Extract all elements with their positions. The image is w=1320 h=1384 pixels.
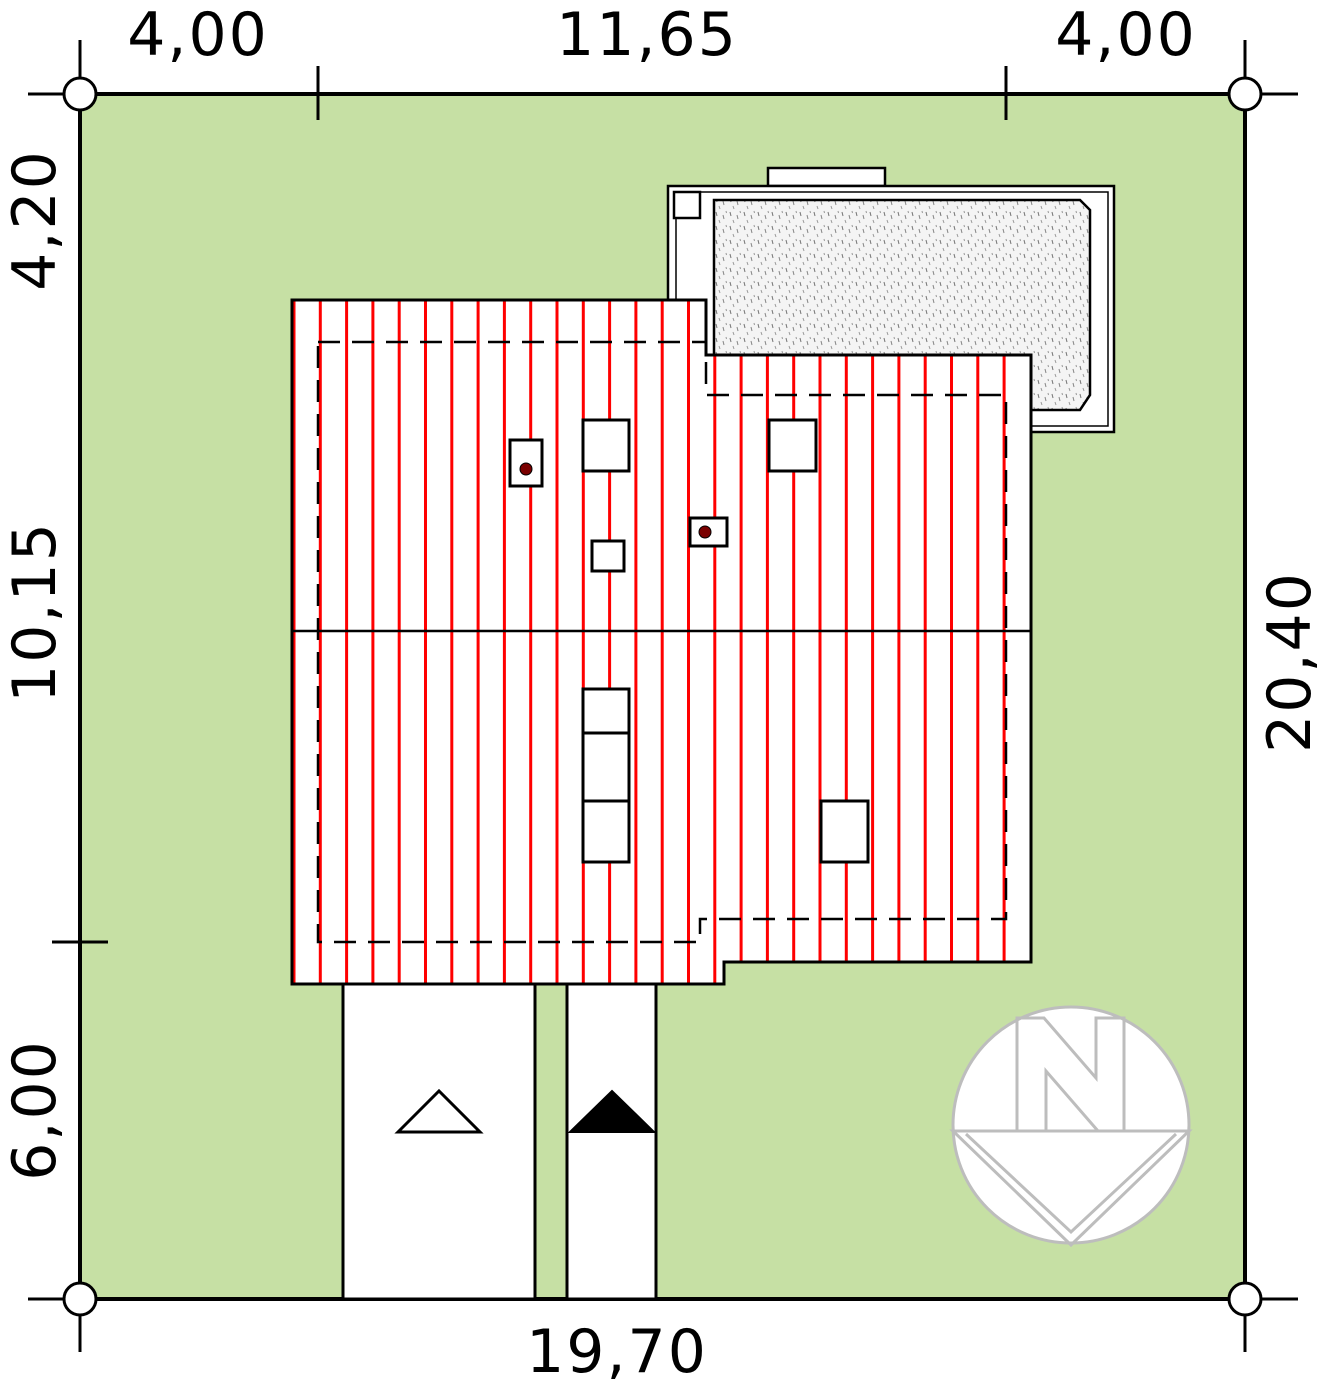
wall-outline-dashed <box>316 340 1008 944</box>
terrace-column <box>672 190 702 220</box>
roof-window <box>819 799 870 864</box>
dimension-top-left: 4,00 <box>127 0 269 70</box>
roof-vent <box>590 539 626 573</box>
dimension-left-middle: 10,15 <box>0 521 70 703</box>
corner-markers <box>62 76 1263 1317</box>
terrace-step <box>766 166 887 188</box>
chimney-flue <box>519 462 533 476</box>
corner-marker <box>62 1281 98 1317</box>
entrance-marker-filled <box>567 1089 657 1133</box>
corner-marker <box>1227 1281 1263 1317</box>
dimension-right: 20,40 <box>1255 571 1320 753</box>
roof-window <box>581 418 631 473</box>
corner-marker <box>62 76 98 112</box>
solar-panel <box>581 799 631 864</box>
corner-marker <box>1227 76 1263 112</box>
entrance-path <box>565 982 658 1301</box>
dimension-top-middle: 11,65 <box>556 0 738 70</box>
solar-panel <box>581 731 631 803</box>
parking-marker-outline <box>394 1088 484 1134</box>
roof-tile-lines <box>292 300 1006 984</box>
parking-lane <box>341 982 537 1301</box>
dimension-left-top: 4,20 <box>0 149 70 291</box>
roof-outline <box>290 298 1033 986</box>
north-arrow-icon <box>949 1005 1193 1248</box>
dimension-top-right: 4,00 <box>1055 0 1197 70</box>
boundary-lines <box>28 40 1298 1352</box>
driveway <box>341 982 658 1301</box>
roof-window <box>767 418 818 473</box>
chimney-flue <box>698 525 712 539</box>
dimension-left-bottom: 6,00 <box>0 1039 70 1181</box>
dimension-bottom: 19,70 <box>526 1317 708 1384</box>
solar-panel <box>581 687 631 735</box>
roof <box>290 298 1033 986</box>
